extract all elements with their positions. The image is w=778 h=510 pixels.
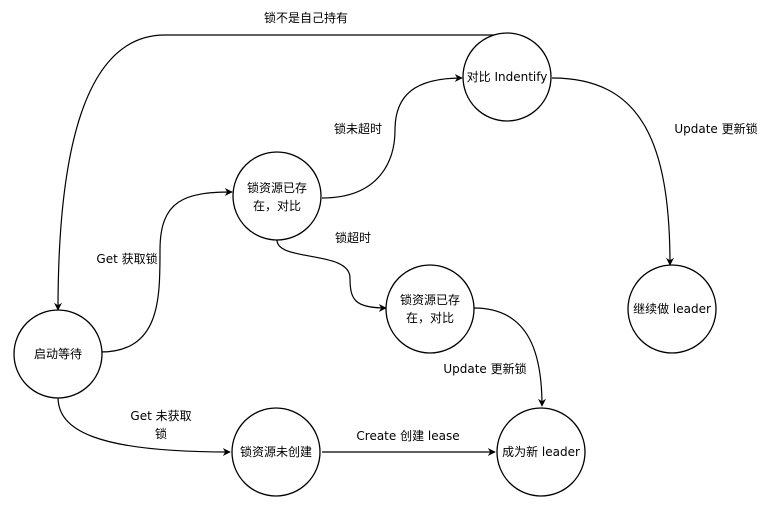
- edge-update-renew-a: [551, 77, 674, 266]
- edge-label-get-not-acquired-2: 锁: [155, 426, 167, 441]
- node-continue-leader: 继续做 leader: [627, 264, 717, 354]
- node-compare-identify: 对比 Indentify: [462, 32, 552, 122]
- node-lock-not-created-label: 锁资源未创建: [240, 444, 312, 459]
- node-become-leader: 成为新 leader: [496, 407, 586, 497]
- node-continue-leader-label: 继续做 leader: [633, 301, 711, 316]
- edge-not-own-lock: [54, 34, 505, 311]
- edge-update-renew-b: [473, 307, 546, 407]
- edge-label-not-own-lock: 锁不是自己持有: [264, 10, 348, 25]
- node-become-leader-label: 成为新 leader: [502, 444, 580, 459]
- edge-label-get-not-acquired-1: Get 未获取: [130, 409, 191, 423]
- edge-label-update-renew-a: Update 更新锁: [674, 121, 757, 136]
- node-start-wait-label: 启动等待: [34, 347, 82, 361]
- node-lock-exists-b: 锁资源已存 在，对比: [385, 264, 475, 354]
- edge-get-acquire: [99, 188, 233, 353]
- edge-not-timed-out: [321, 74, 463, 199]
- edge-get-not-acquired: [57, 396, 231, 456]
- node-lock-not-created: 锁资源未创建: [231, 407, 321, 497]
- edge-label-update-renew-b: Update 更新锁: [443, 361, 526, 376]
- node-lock-exists-a-label-2: 在，对比: [253, 199, 301, 213]
- node-compare-identify-label: 对比 Indentify: [467, 70, 548, 84]
- node-lock-exists-b-label-2: 在，对比: [406, 311, 454, 325]
- node-lock-exists-a: 锁资源已存 在，对比: [232, 151, 322, 241]
- node-lock-exists-b-label-1: 锁资源已存: [400, 292, 460, 307]
- edge-label-timed-out: 锁超时: [335, 230, 371, 245]
- edge-timed-out: [276, 239, 387, 312]
- edge-label-create-lease: Create 创建 lease: [356, 429, 459, 443]
- node-lock-exists-a-label-1: 锁资源已存: [247, 180, 307, 195]
- node-start-wait: 启动等待: [13, 309, 103, 399]
- edge-label-not-timed-out: 锁未超时: [334, 121, 382, 136]
- edge-label-get-acquire: Get 获取锁: [96, 251, 157, 266]
